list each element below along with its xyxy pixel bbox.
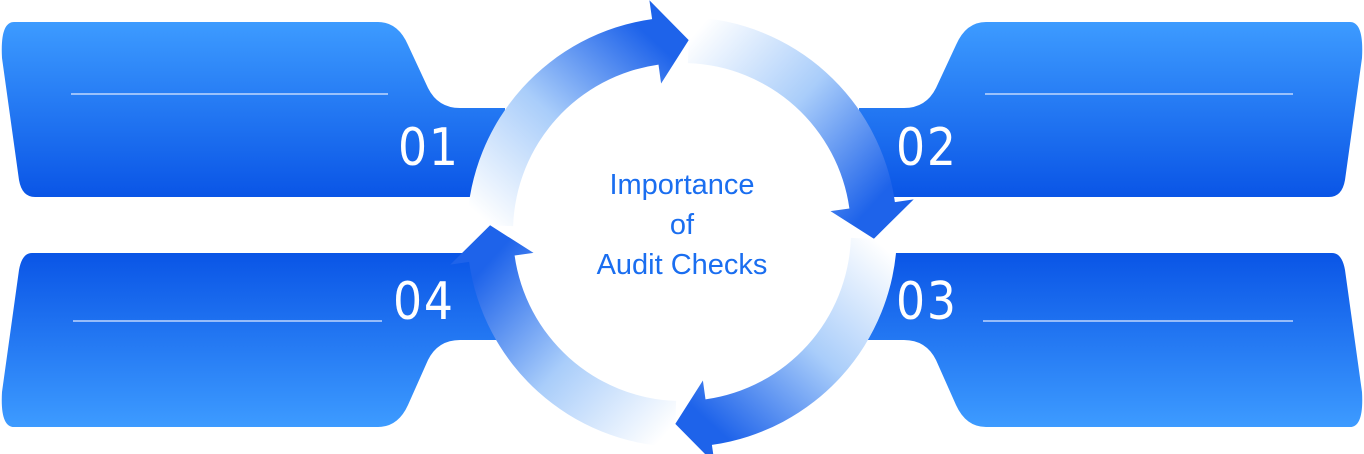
step-number-01: 01 — [398, 118, 460, 178]
cycle-ring-background — [468, 18, 896, 446]
cycle-arrow-4 — [450, 225, 677, 447]
step-number-04: 04 — [393, 272, 455, 332]
step-number-03: 03 — [896, 272, 958, 332]
cycle-arrow-3 — [675, 237, 897, 454]
cycle-arrow-2 — [687, 17, 914, 239]
title-line-2: of — [669, 209, 695, 241]
step-panel-02 — [859, 22, 1363, 197]
diagram-title: Importance of Audit Checks — [562, 165, 802, 285]
step-panel-04 — [1, 253, 505, 427]
title-line-3: Audit Checks — [596, 249, 768, 281]
step-panel-01 — [1, 22, 505, 197]
cycle-arrow-1 — [467, 0, 689, 227]
step-number-02: 02 — [896, 118, 958, 178]
title-line-1: Importance — [609, 169, 755, 201]
step-panel-03 — [859, 253, 1363, 427]
